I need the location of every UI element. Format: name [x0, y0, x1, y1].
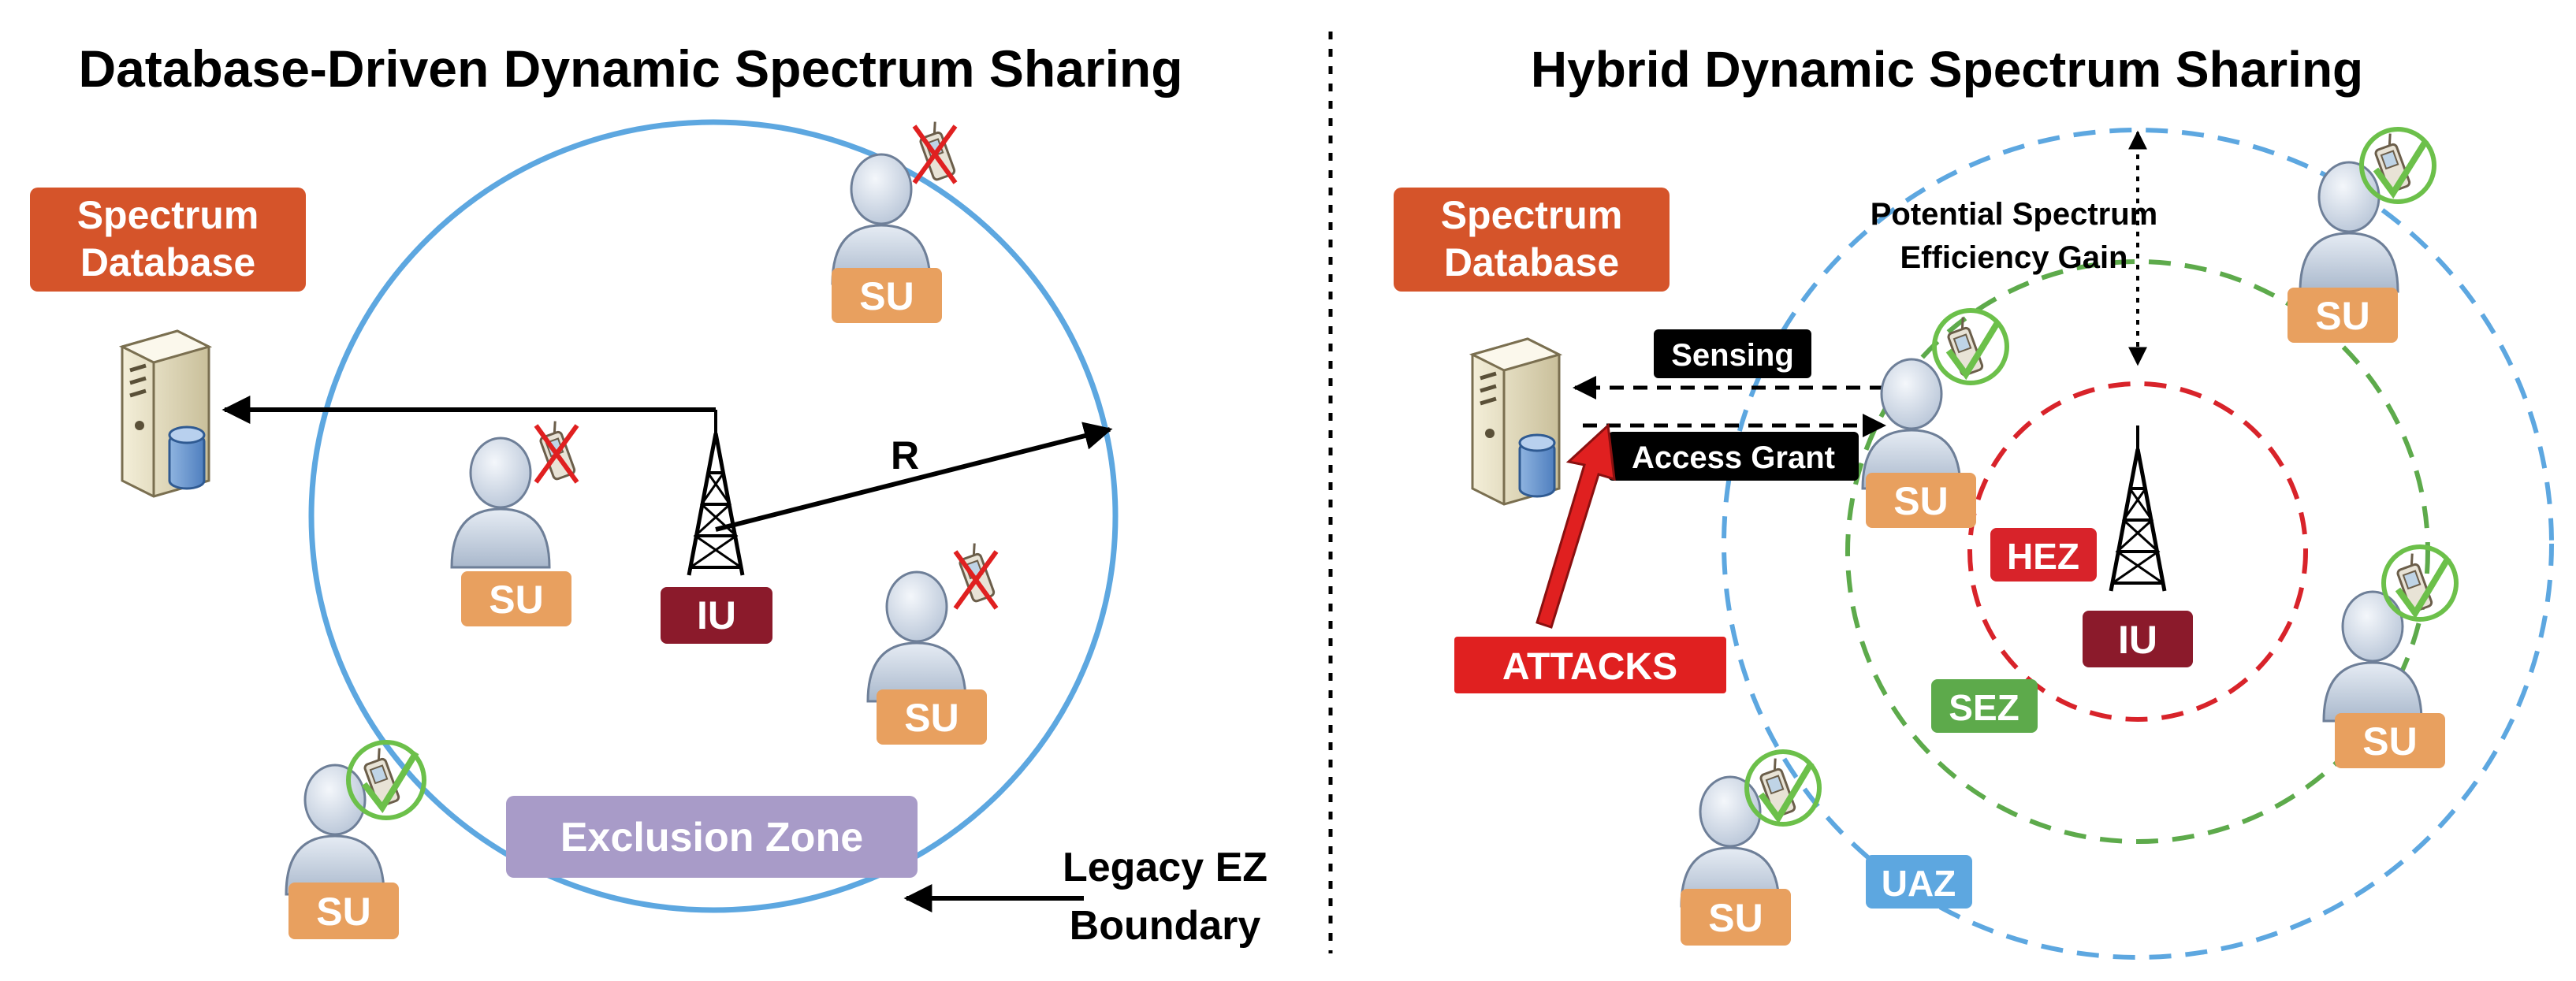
right-iu-label: IU [2118, 618, 2157, 662]
boundary-label-line1: Legacy EZ [1063, 845, 1268, 890]
right-su-center-box [1866, 473, 1976, 528]
left-su-bottom-check-ring [346, 740, 426, 820]
boundary-label-line2: Boundary [1070, 903, 1261, 949]
left-title: Database-Driven Dynamic Spectrum Sharing [78, 39, 1182, 98]
left-su-top-label: SU [859, 274, 914, 318]
exclusion-zone-label: Exclusion Zone [560, 815, 863, 860]
left-su-bottom-label: SU [316, 890, 370, 934]
uaz-box [1866, 855, 1972, 909]
right-su-top-box [2288, 288, 2398, 343]
left-database-line1: Spectrum [77, 193, 259, 237]
right-su-top-phone-icon [2373, 132, 2412, 194]
sensing-label: Sensing [1671, 338, 1794, 373]
right-iu-box [2083, 611, 2193, 667]
left-iu-box [661, 587, 772, 644]
radius-label: R [891, 433, 919, 477]
legacy-ez-circle [308, 119, 1119, 913]
right-su-mid-box [2335, 713, 2445, 768]
sez-label: SEZ [1949, 687, 2019, 728]
left-su-bottom-user-icon [285, 764, 385, 896]
right-su-center-check-icon [1945, 319, 2001, 381]
sez-circle [1845, 259, 2430, 844]
left-database-box [30, 188, 306, 292]
attacks-arrow [1536, 422, 1616, 629]
sensing-box [1654, 329, 1811, 378]
left-su-right-cross-icon [953, 550, 999, 610]
access-grant-label: Access Grant [1632, 440, 1835, 475]
left-su-mid-cross-icon [534, 424, 579, 484]
right-su-center-check-ring [1932, 308, 2009, 385]
left-server-icon [122, 331, 209, 496]
left-su-mid-box [461, 571, 571, 626]
right-su-center-label: SU [1893, 479, 1948, 523]
gain-label-line2: Efficiency Gain [1900, 240, 2128, 275]
uaz-label: UAZ [1882, 863, 1956, 904]
right-database-box [1394, 188, 1670, 292]
left-database-line2: Database [80, 240, 255, 284]
left-su-top-cross-icon [912, 124, 958, 184]
right-title: Hybrid Dynamic Spectrum Sharing [1531, 41, 2363, 98]
left-su-bottom-box [288, 883, 399, 939]
hez-circle [1967, 381, 2308, 722]
right-database-line2: Database [1444, 240, 1619, 284]
left-iu-label: IU [697, 593, 736, 637]
right-su-bottom-box [1681, 889, 1791, 946]
right-su-top-check-ring [2359, 127, 2436, 204]
right-su-mid-check-ring [2381, 544, 2459, 622]
attacks-label: ATTACKS [1502, 646, 1677, 688]
right-tower-icon [2111, 425, 2165, 591]
radius-arrow [715, 422, 1113, 532]
right-su-top-check-icon [2373, 138, 2429, 199]
left-su-right-box [877, 689, 987, 745]
right-su-top-label: SU [2315, 294, 2369, 338]
right-su-mid-check-icon [2395, 556, 2451, 619]
attacks-box [1454, 637, 1726, 693]
right-su-mid-label: SU [2362, 719, 2417, 764]
gain-label-line1: Potential Spectrum [1871, 197, 2158, 232]
right-su-mid-user-icon [2322, 590, 2423, 723]
right-database-line1: Spectrum [1441, 193, 1623, 237]
left-su-mid-label: SU [489, 578, 543, 622]
right-su-bottom-check-ring [1744, 749, 1822, 827]
hez-label: HEZ [2007, 536, 2079, 577]
left-tower-icon [689, 410, 743, 575]
left-su-bottom-check-icon [361, 750, 419, 814]
right-su-bottom-label: SU [1708, 896, 1763, 940]
left-su-top-box [832, 268, 942, 323]
right-su-bottom-check-icon [1758, 760, 1815, 824]
left-su-mid-user-icon [450, 437, 551, 569]
left-su-right-user-icon [866, 570, 967, 703]
hez-box [1990, 528, 2097, 582]
right-server-icon [1472, 339, 1559, 504]
left-su-right-label: SU [904, 696, 959, 740]
exclusion-zone-box [506, 796, 918, 878]
access-grant-box [1608, 432, 1859, 481]
uaz-circle [1722, 128, 2554, 960]
sez-box [1931, 679, 2038, 733]
